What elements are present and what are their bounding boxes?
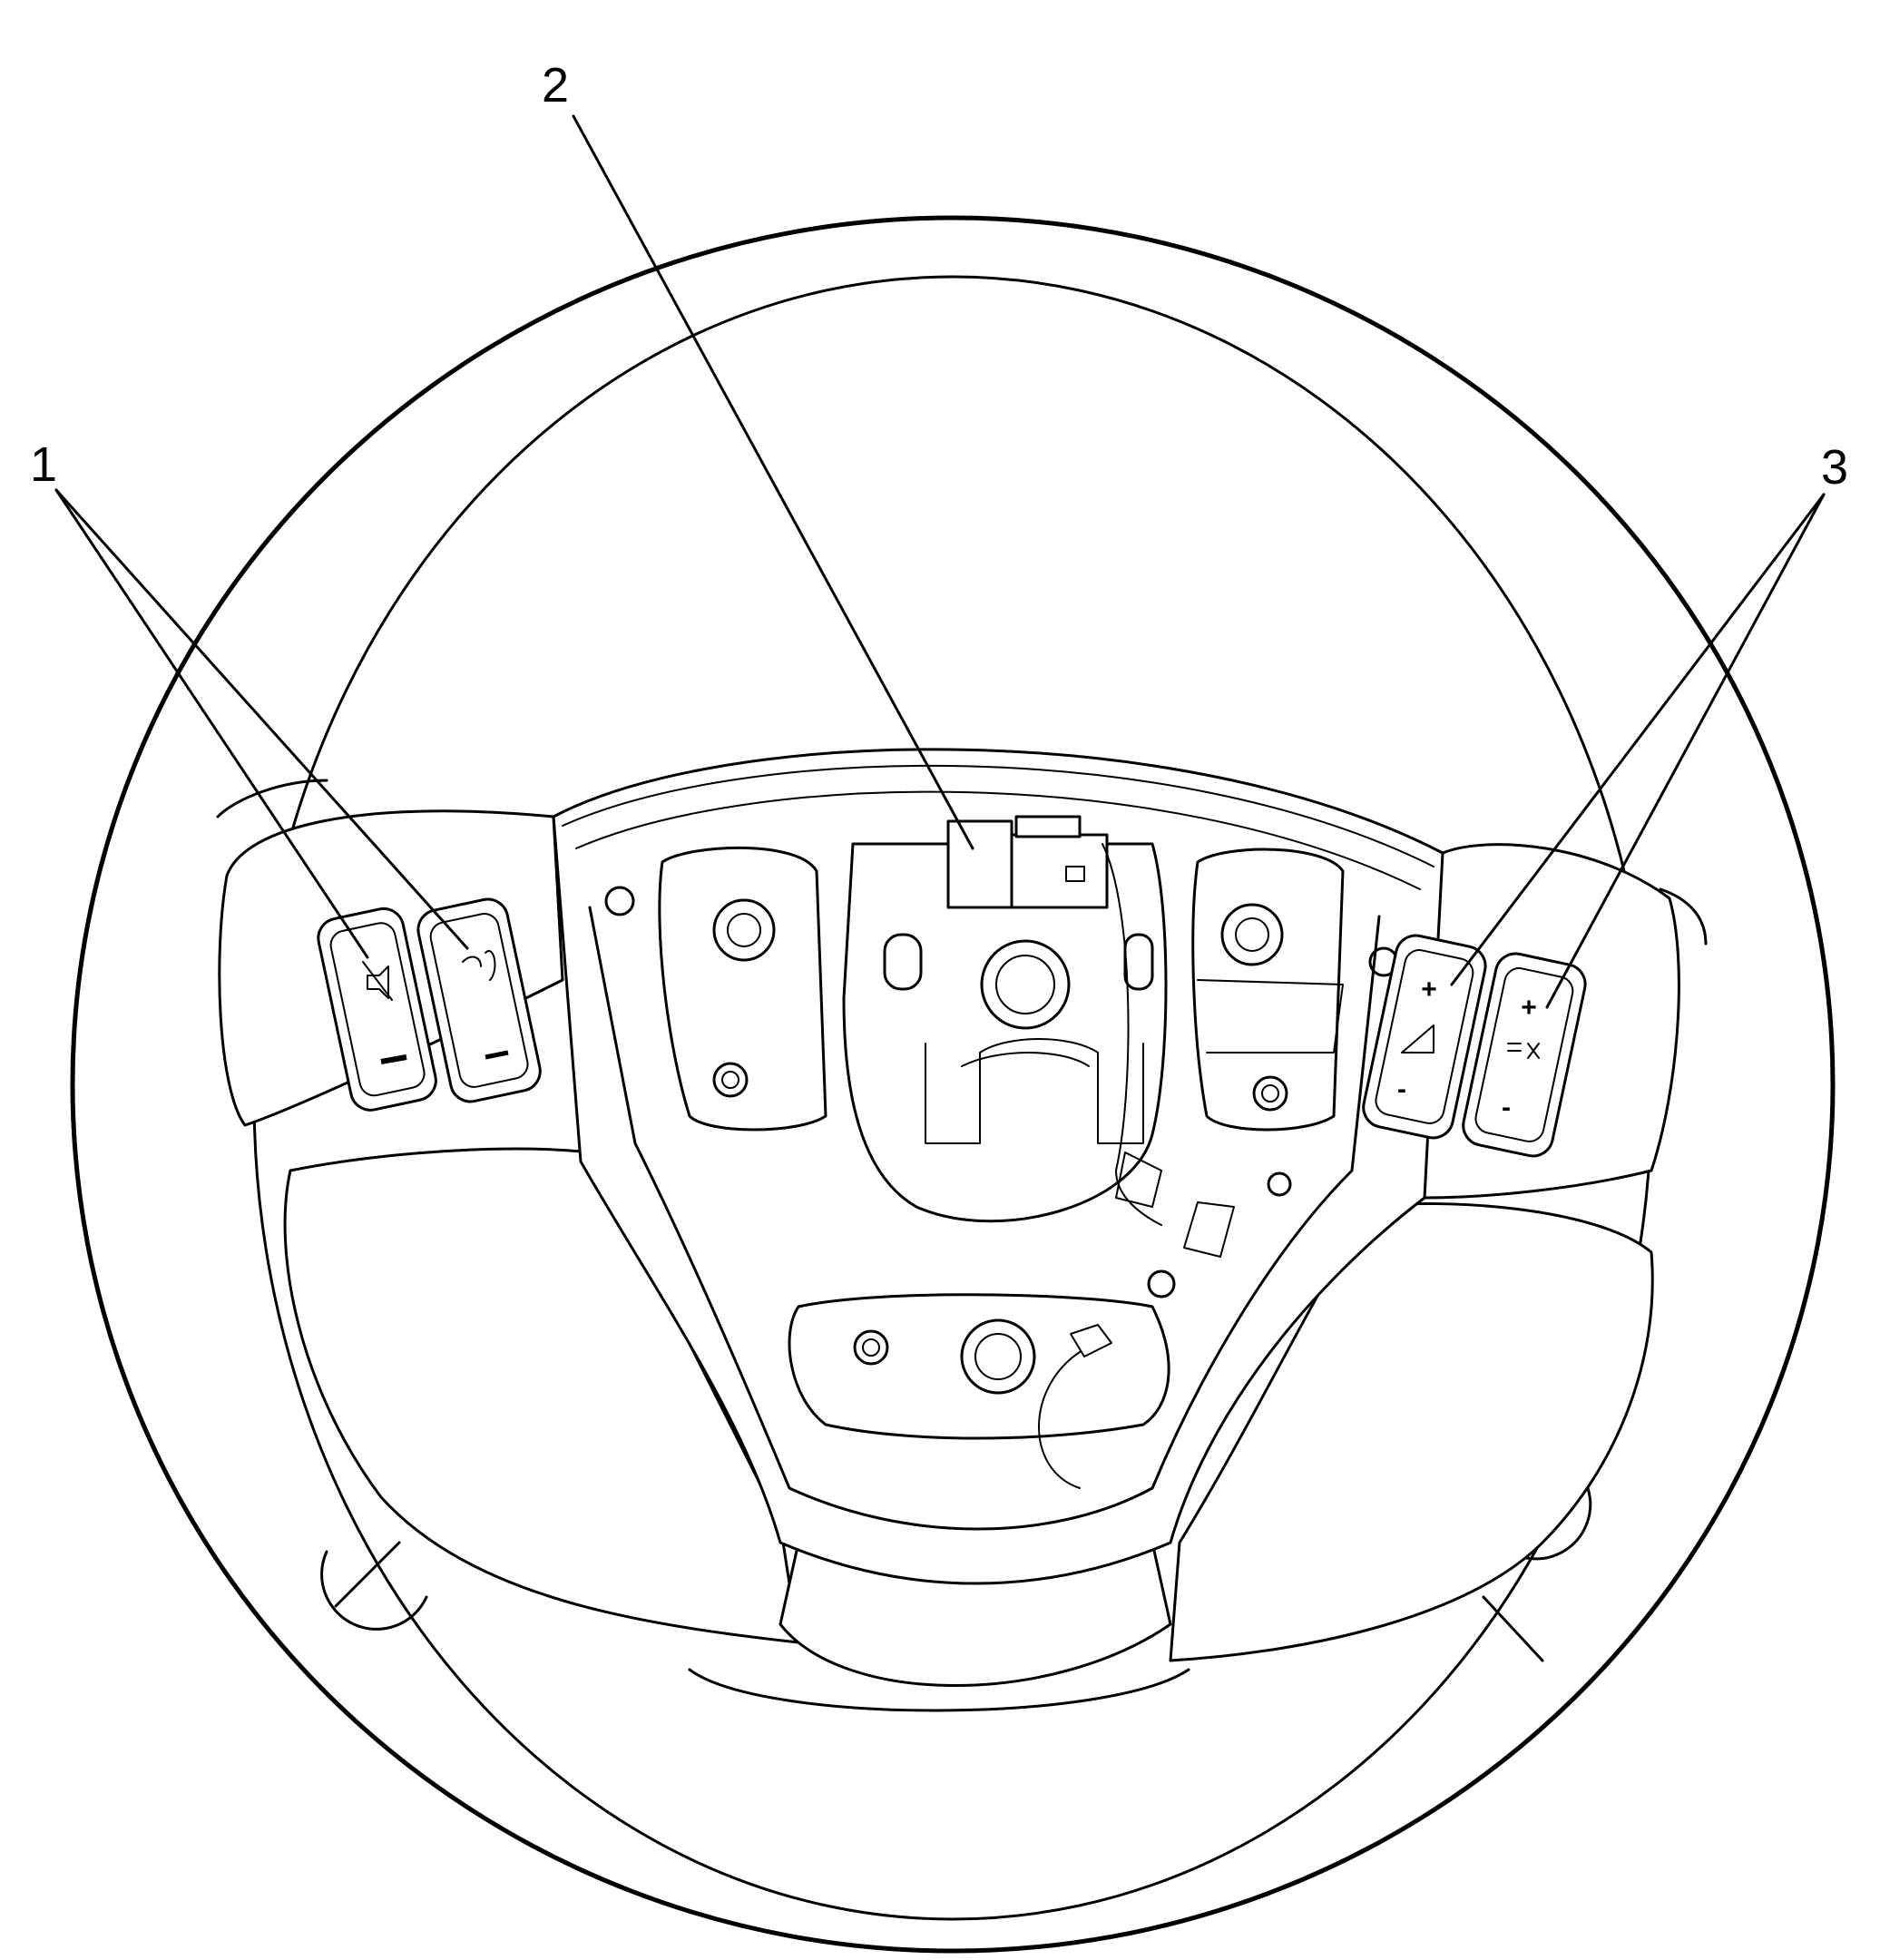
- mute-button[interactable]: [315, 905, 440, 1113]
- left-bolt-cavity: [604, 846, 827, 1132]
- volume-button[interactable]: + -: [1360, 932, 1490, 1142]
- steering-wheel-connector: [946, 815, 1162, 1226]
- right-control-buttons: + - + -: [1360, 932, 1590, 1160]
- voice-icon: [462, 950, 496, 981]
- mute-icon: [362, 961, 393, 1001]
- seek-icon: [1507, 1043, 1540, 1059]
- callout-2: 2: [542, 58, 569, 113]
- seek-plus-label: +: [1521, 993, 1537, 1023]
- seek-button[interactable]: + -: [1460, 950, 1590, 1160]
- callout-1: 1: [30, 437, 57, 492]
- left-control-buttons: [315, 896, 544, 1113]
- voice-button[interactable]: [415, 896, 544, 1105]
- bottom-spoke: [688, 1541, 1190, 1712]
- steering-shaft-area: [842, 842, 1168, 1223]
- volume-plus-label: +: [1421, 975, 1437, 1004]
- volume-minus-label: -: [1397, 1074, 1406, 1104]
- callout-leader-lines: [54, 114, 1826, 1009]
- right-bolt-cavity: [1191, 848, 1399, 1132]
- callout-3: 3: [1821, 440, 1848, 495]
- mute-speaker-icon: [367, 965, 389, 999]
- lower-access-panel: [788, 1152, 1292, 1489]
- hub-housing: [552, 748, 1444, 1585]
- seek-minus-label: -: [1502, 1093, 1511, 1122]
- volume-icon: [1401, 1024, 1434, 1054]
